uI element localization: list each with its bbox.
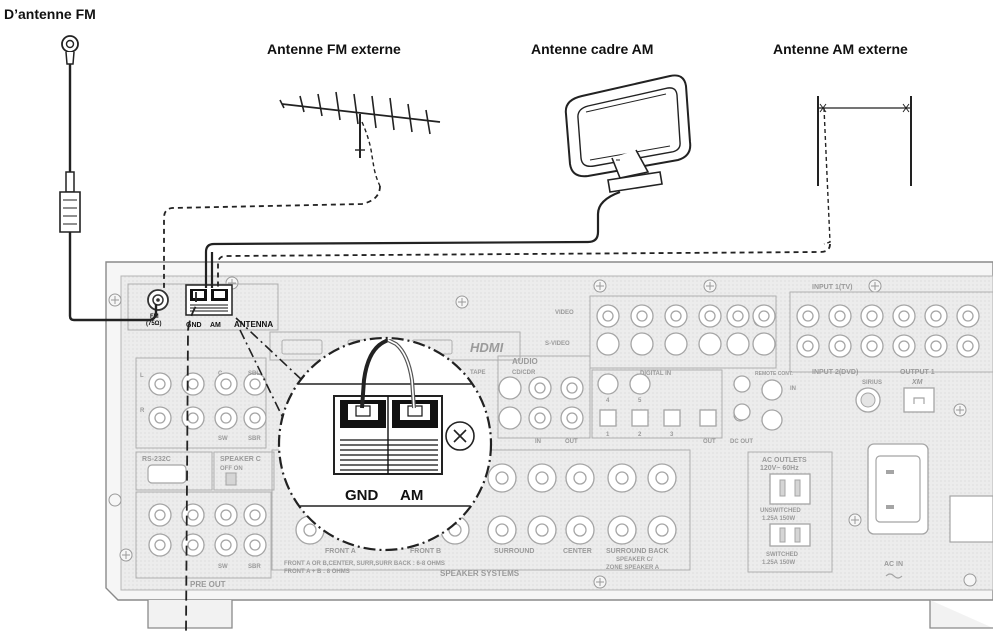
input-l-label: L bbox=[140, 373, 144, 379]
svideo-label: S-VIDEO bbox=[545, 341, 570, 347]
gnd-label: GND bbox=[186, 322, 202, 329]
input-sw-label: SW bbox=[218, 436, 228, 442]
audio-in-label: IN bbox=[535, 439, 541, 445]
surround-label: SURROUND bbox=[494, 548, 534, 555]
input2-dvd-label: INPUT 2(DVD) bbox=[812, 369, 858, 376]
receiver-rear-panel: FM (75Ω) GND AM ANTENNA HDMI bbox=[105, 261, 993, 629]
input-sbl-label: SBL bbox=[248, 371, 260, 377]
hdmi-logo: HDMI bbox=[470, 340, 504, 355]
external-am-antenna-icon bbox=[817, 96, 912, 245]
fm-external-cable bbox=[163, 185, 381, 290]
digital-out-label: OUT bbox=[703, 439, 716, 445]
ext-am-antenna-title: Antenne AM externe bbox=[773, 41, 908, 57]
fm-indoor-antenna-icon bbox=[59, 35, 158, 322]
ac-in-label: AC IN bbox=[884, 561, 903, 568]
xm-label: XM bbox=[911, 379, 923, 386]
ground-wire bbox=[185, 292, 197, 633]
remote-in-label: IN bbox=[790, 386, 796, 392]
zoom-callout: GND AM bbox=[235, 317, 493, 552]
cd-cdr-label: CD/CDR bbox=[512, 370, 536, 376]
pre-out-sbr-label: SBR bbox=[248, 564, 261, 570]
am-external-cable bbox=[217, 243, 831, 288]
digital-ch2-label: 2 bbox=[638, 432, 642, 438]
impedance-note-2: FRONT A + B : 8 OHMS bbox=[284, 569, 350, 575]
am-loop-antenna-icon bbox=[564, 74, 692, 193]
am-label: AM bbox=[210, 322, 221, 329]
surround-back-label: SURROUND BACK bbox=[606, 548, 669, 555]
digital-ch5-label: 5 bbox=[638, 398, 642, 404]
center-label: CENTER bbox=[563, 548, 592, 555]
switched-rating-label: 1.25A 150W bbox=[762, 560, 795, 566]
off-on-label: OFF ON bbox=[220, 466, 243, 472]
antenna-label: ANTENNA bbox=[234, 320, 273, 329]
unswitched-label: UNSWITCHED bbox=[760, 508, 801, 514]
input-sbr-label: SBR bbox=[248, 436, 261, 442]
speaker-c-zone-label: SPEAKER C/ bbox=[616, 557, 653, 563]
external-fm-antenna-icon bbox=[279, 91, 441, 187]
audio-label: AUDIO bbox=[512, 357, 538, 366]
ac-rating-label: 120V~ 60Hz bbox=[760, 465, 799, 472]
zone-speaker-label: ZONE SPEAKER A bbox=[606, 565, 660, 571]
ac-outlets-label: AC OUTLETS bbox=[762, 457, 807, 464]
am-loop-antenna-title: Antenne cadre AM bbox=[531, 41, 654, 57]
unswitched-rating-label: 1.25A 150W bbox=[762, 516, 795, 522]
tape-label: TAPE bbox=[470, 370, 486, 376]
fm-antenna-title: D’antenne FM bbox=[4, 6, 96, 22]
pre-out-sw-label: SW bbox=[218, 564, 228, 570]
fm-ohm-label: (75Ω) bbox=[146, 321, 161, 327]
input-c-label: C bbox=[218, 371, 223, 377]
zoom-am-label: AM bbox=[400, 487, 423, 504]
switched-label: SWITCHED bbox=[766, 552, 799, 558]
speaker-c-label: SPEAKER C bbox=[220, 456, 261, 463]
rs232-label: RS-232C bbox=[142, 456, 171, 463]
digital-ch4-label: 4 bbox=[606, 398, 610, 404]
output1-label: OUTPUT 1 bbox=[900, 369, 935, 376]
audio-out-label: OUT bbox=[565, 439, 578, 445]
impedance-note-1: FRONT A OR B,CENTER, SURR,SURR BACK : 6-… bbox=[284, 561, 445, 567]
video-label: VIDEO bbox=[555, 310, 574, 316]
input1-tv-label: INPUT 1(TV) bbox=[812, 284, 852, 291]
speaker-systems-label: SPEAKER SYSTEMS bbox=[440, 569, 520, 578]
front-a-label: FRONT A bbox=[325, 548, 356, 555]
pre-out-label: PRE OUT bbox=[190, 580, 226, 589]
input-r-label: R bbox=[140, 408, 145, 414]
ext-fm-antenna-title: Antenne FM externe bbox=[267, 41, 401, 57]
front-b-label: FRONT B bbox=[410, 548, 441, 555]
remote-cont-label: REMOTE CONT. bbox=[755, 371, 793, 377]
digital-ch1-label: 1 bbox=[606, 432, 610, 438]
zoom-gnd-label: GND bbox=[345, 487, 379, 504]
sirius-label: SIRIUS bbox=[862, 380, 882, 386]
digital-ch3-label: 3 bbox=[670, 432, 674, 438]
dc-out-label: DC OUT bbox=[730, 439, 753, 445]
digital-in-label: DIGITAL IN bbox=[640, 371, 671, 377]
am-loop-cable bbox=[204, 190, 621, 288]
